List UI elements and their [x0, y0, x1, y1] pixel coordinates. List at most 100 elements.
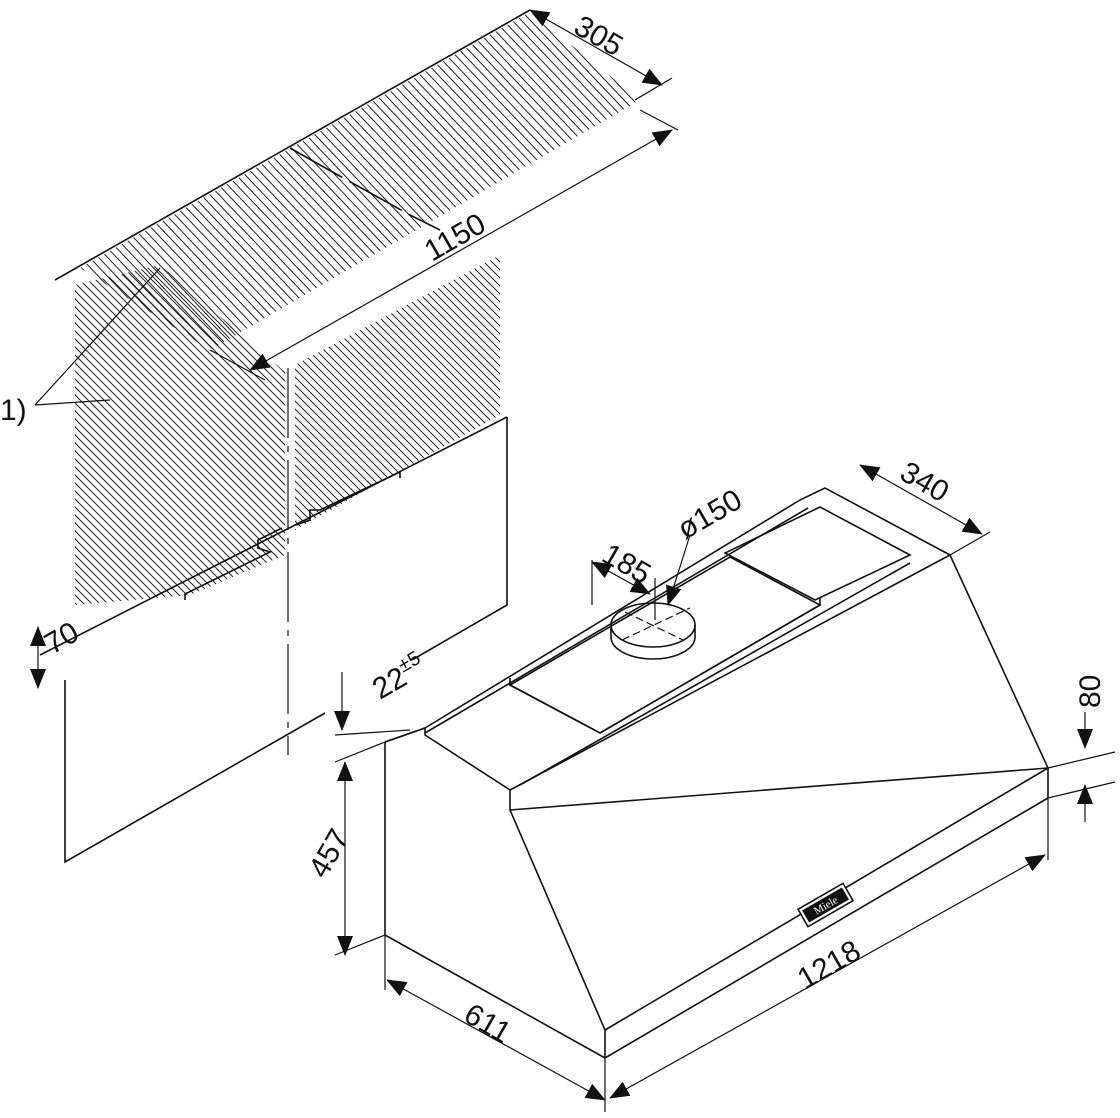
dim-340-label: 340	[895, 455, 955, 509]
hood-top-rear-edge	[424, 499, 801, 729]
hatch-stroke	[537, 12, 640, 350]
hatch-stroke	[0, 260, 68, 620]
hatch-stroke	[75, 265, 285, 605]
hatch-stroke	[295, 255, 405, 530]
hatch-stroke	[276, 12, 640, 350]
hatch-stroke	[367, 255, 500, 530]
dim-1150-line	[249, 129, 673, 371]
hatch-stroke	[96, 12, 478, 350]
hatch-stroke	[75, 265, 285, 605]
hatch-stroke	[75, 265, 285, 605]
hatch-stroke	[80, 12, 208, 350]
hatch-stroke	[456, 12, 640, 350]
dim-611-line	[386, 979, 606, 1101]
hatch-stroke	[203, 265, 285, 605]
hatch-stroke	[303, 12, 640, 350]
hatch-stroke	[303, 255, 500, 530]
hatch-stroke	[75, 265, 165, 605]
hatch-stroke	[295, 255, 500, 530]
hatch-stroke	[75, 265, 221, 605]
hatch-stroke	[80, 12, 406, 350]
hatch-stroke	[295, 255, 301, 530]
hatch-stroke	[80, 12, 289, 350]
hatch-stroke	[75, 265, 285, 605]
hatch-stroke	[295, 255, 397, 530]
hatch-stroke	[155, 265, 285, 605]
hatch-stroke	[375, 12, 640, 350]
hatch-stroke	[195, 265, 285, 605]
hatch-stroke	[75, 265, 101, 605]
dim-305-line	[529, 9, 663, 86]
dim-611-label: 611	[459, 997, 517, 1049]
hatch-stroke	[295, 255, 381, 530]
hatch-stroke	[655, 0, 1035, 400]
hatch-stroke	[295, 255, 500, 530]
hatch-stroke	[327, 255, 500, 530]
hatch-stroke	[295, 255, 317, 530]
hatch-stroke	[447, 12, 640, 350]
hatch-stroke	[80, 12, 415, 350]
wall-panel-outline	[411, 417, 508, 661]
hatch-stroke	[75, 265, 285, 605]
hatch-stroke	[75, 265, 285, 605]
hood-filter-plate-rear	[723, 506, 912, 601]
hatch-stroke	[295, 255, 309, 530]
wall-bracket-right	[295, 470, 401, 526]
hatch-stroke	[75, 265, 173, 605]
hatch-stroke	[75, 265, 277, 605]
hatch-stroke	[564, 12, 640, 350]
hatch-stroke	[399, 255, 500, 530]
hatch-stroke	[646, 0, 1026, 400]
hatch-stroke	[80, 12, 199, 350]
hood-front-mid	[509, 767, 1049, 811]
hatch-stroke	[75, 265, 285, 605]
hatch-stroke	[75, 265, 109, 605]
hatch-stroke	[179, 265, 285, 605]
hatch-stroke	[75, 265, 85, 605]
hood-top-inner-edge	[424, 507, 809, 734]
hatch-stroke	[311, 255, 500, 530]
dim-80-label: 80	[1074, 675, 1107, 708]
hatch-stroke	[75, 265, 285, 605]
hatch-stroke	[75, 265, 269, 605]
dim-340-ext	[949, 531, 991, 556]
hatch-stroke	[75, 265, 229, 605]
hatch-stroke	[75, 265, 261, 605]
hatch-stroke	[75, 265, 205, 605]
hatch-stroke	[295, 255, 365, 530]
hatch-stroke	[75, 265, 285, 605]
hatch-stroke	[91, 265, 285, 605]
hatch-stroke	[75, 265, 181, 605]
dim-70-label: 70	[39, 616, 84, 661]
wall-panel-top	[39, 416, 508, 656]
hatch-stroke	[115, 265, 285, 605]
hood-top-front-edge	[509, 554, 951, 791]
hatch-stroke	[75, 265, 197, 605]
hatch-stroke	[474, 12, 640, 350]
hatch-stroke	[141, 12, 523, 350]
hatch-stroke	[75, 265, 285, 605]
hood-right-slope	[949, 554, 1049, 798]
hood-filter-plate-front-thick	[509, 598, 821, 734]
hatch-stroke	[519, 12, 640, 350]
hatch-stroke	[295, 255, 500, 530]
dim-457-ext-bottom	[334, 934, 386, 956]
dim-80-ext-bottom	[1047, 781, 1116, 799]
hatch-stroke	[319, 255, 500, 530]
hatch-stroke	[359, 255, 500, 530]
hatch-stroke	[80, 12, 433, 350]
hatch-stroke	[618, 12, 640, 350]
hatch-stroke	[429, 12, 640, 350]
dim-22-label: 22±5	[366, 647, 432, 706]
hatch-stroke	[295, 255, 357, 530]
hatch-stroke	[295, 255, 389, 530]
hatch-stroke	[582, 12, 640, 350]
hatch-stroke	[80, 12, 334, 350]
hatch-stroke	[249, 12, 631, 350]
dim-150-leader	[666, 534, 691, 606]
hatch-stroke	[75, 265, 285, 605]
hatch-stroke	[295, 255, 500, 530]
hatch-stroke	[75, 265, 213, 605]
hatch-stroke	[75, 265, 285, 605]
hatch-stroke	[520, 250, 820, 550]
